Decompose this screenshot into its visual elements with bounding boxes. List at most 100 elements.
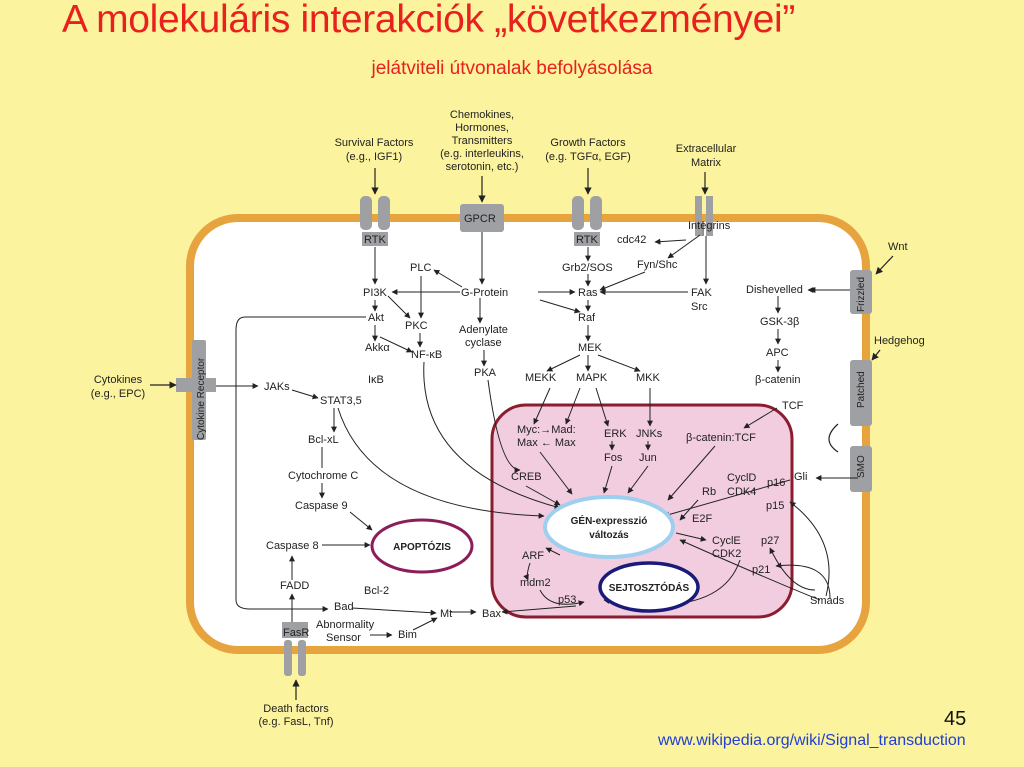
- receptor-smo: [850, 446, 872, 492]
- node-gsk: GSK-3β: [760, 316, 799, 328]
- node-bclxl: Bcl-xL: [308, 434, 339, 446]
- growth-factors-l2: (e.g. TGFα, EGF): [545, 151, 631, 163]
- receptor-cytokine: [176, 340, 216, 440]
- receptor-integrins: [695, 196, 713, 236]
- gene-expression-l1: GÉN-expresszió: [571, 514, 648, 527]
- matrix-l1: Extracellular: [676, 143, 737, 155]
- node-akka: Akkα: [365, 342, 390, 354]
- receptor-gpcr: [460, 204, 504, 232]
- survival-factors-l1: Survival Factors: [335, 137, 414, 149]
- node-mkk: MKK: [636, 372, 661, 384]
- receptor-rtk-2: [572, 196, 602, 246]
- node-cdk2: CDK2: [712, 548, 741, 560]
- wnt-label: Wnt: [888, 241, 908, 253]
- node-e2f: E2F: [692, 513, 712, 525]
- receptor-patched: [850, 360, 872, 426]
- node-raf: Raf: [578, 312, 596, 324]
- node-casp9: Caspase 9: [295, 500, 348, 512]
- cytokines-l2: (e.g., EPC): [91, 388, 145, 400]
- node-p21: p21: [752, 564, 770, 576]
- node-mekk: MEKK: [525, 372, 557, 384]
- node-fak: FAK: [691, 287, 712, 299]
- node-creb: CREB: [511, 471, 542, 483]
- node-mt: Mt: [440, 608, 452, 620]
- node-pi3k: PI3K: [363, 287, 388, 299]
- apoptosis-label: APOPTÓZIS: [393, 540, 451, 553]
- node-mapk: MAPK: [576, 372, 608, 384]
- node-mdm2: mdm2: [520, 577, 551, 589]
- receptor-rtk-1: [360, 196, 390, 246]
- node-rb: Rb: [702, 486, 716, 498]
- node-pkc: PKC: [405, 320, 428, 332]
- node-jun: Jun: [639, 452, 657, 464]
- node-p53: p53: [558, 594, 576, 606]
- smo-label: SMO: [856, 455, 867, 478]
- death-factors-l2: (e.g. FasL, Tnf): [259, 716, 334, 728]
- node-mek: MEK: [578, 342, 603, 354]
- cell-division-ellipse: [598, 561, 700, 613]
- node-cdc42: cdc42: [617, 234, 646, 246]
- growth-factors-l1: Growth Factors: [550, 137, 626, 149]
- node-abn-2: Sensor: [326, 632, 361, 644]
- receptor-fasr: [282, 622, 308, 676]
- node-bad: Bad: [334, 601, 354, 613]
- node-tcf: TCF: [782, 400, 804, 412]
- node-src: Src: [691, 301, 708, 313]
- node-cytc: Cytochrome C: [288, 470, 358, 482]
- matrix-l2: Matrix: [691, 157, 721, 169]
- node-akt: Akt: [368, 312, 384, 324]
- node-ikb: IκB: [368, 374, 384, 386]
- node-mycmad-2: Max ← Max: [517, 437, 576, 449]
- survival-factors-l2: (e.g., IGF1): [346, 151, 402, 163]
- node-adenylate-2: cyclase: [465, 337, 502, 349]
- node-abn-1: Abnormality: [316, 619, 375, 631]
- node-jaks: JAKs: [264, 381, 290, 393]
- chemokines-l4: (e.g. interleukins,: [440, 148, 524, 160]
- chemokines-l2: Hormones,: [455, 122, 509, 134]
- gpcr-label: GPCR: [464, 213, 496, 225]
- cytokines-l1: Cytokines: [94, 374, 143, 386]
- cytokine-receptor-label: Cytokine Receptor: [196, 357, 207, 440]
- node-plc: PLC: [410, 262, 431, 274]
- node-stat: STAT3,5: [320, 395, 362, 407]
- node-pka: PKA: [474, 367, 497, 379]
- gene-expression-ellipse: [543, 495, 675, 559]
- slide-title: A molekuláris interakciók „következménye…: [62, 0, 796, 41]
- node-bcl2: Bcl-2: [364, 585, 389, 597]
- chemokines-l5: serotonin, etc.): [446, 161, 519, 173]
- node-adenylate-1: Adenylate: [459, 324, 508, 336]
- node-ras: Ras: [578, 287, 598, 299]
- node-smads: Smads: [810, 595, 845, 607]
- node-nfkb: NF-κB: [411, 349, 442, 361]
- node-bcattcf: β-catenin:TCF: [686, 432, 756, 444]
- page-number: 45: [944, 708, 967, 730]
- chemokines-l1: Chemokines,: [450, 109, 514, 121]
- node-cycld: CyclD: [727, 472, 756, 484]
- node-gli: Gli: [794, 471, 807, 483]
- cell-division-label: SEJTOSZTÓDÁS: [609, 581, 690, 594]
- death-factors-l1: Death factors: [263, 703, 329, 715]
- fasr-label: FasR: [283, 627, 309, 639]
- node-dishevelled: Dishevelled: [746, 284, 803, 296]
- node-bim: Bim: [398, 629, 417, 641]
- chemokines-l3: Transmitters: [452, 135, 513, 147]
- node-arf: ARF: [522, 550, 544, 562]
- node-p16: p16: [767, 477, 785, 489]
- slide-subtitle: jelátviteli útvonalak befolyásolása: [371, 58, 653, 79]
- node-cycle: CyclE: [712, 535, 741, 547]
- node-erk: ERK: [604, 428, 627, 440]
- node-bcatenin: β-catenin: [755, 374, 800, 386]
- source-link[interactable]: www.wikipedia.org/wiki/Signal_transducti…: [658, 732, 966, 749]
- node-mycmad-1: Myc:→Mad:: [517, 424, 576, 436]
- node-cdk4: CDK4: [727, 486, 756, 498]
- node-gprotein: G-Protein: [461, 287, 508, 299]
- node-grb2: Grb2/SOS: [562, 262, 613, 274]
- node-fadd: FADD: [280, 580, 309, 592]
- receptor-frizzled: [850, 270, 872, 314]
- gene-expression-l2: változás: [589, 530, 629, 541]
- node-integrins: Integrins: [688, 220, 731, 232]
- node-p15: p15: [766, 500, 784, 512]
- rtk-1-label: RTK: [364, 234, 386, 246]
- rtk-2-label: RTK: [576, 234, 598, 246]
